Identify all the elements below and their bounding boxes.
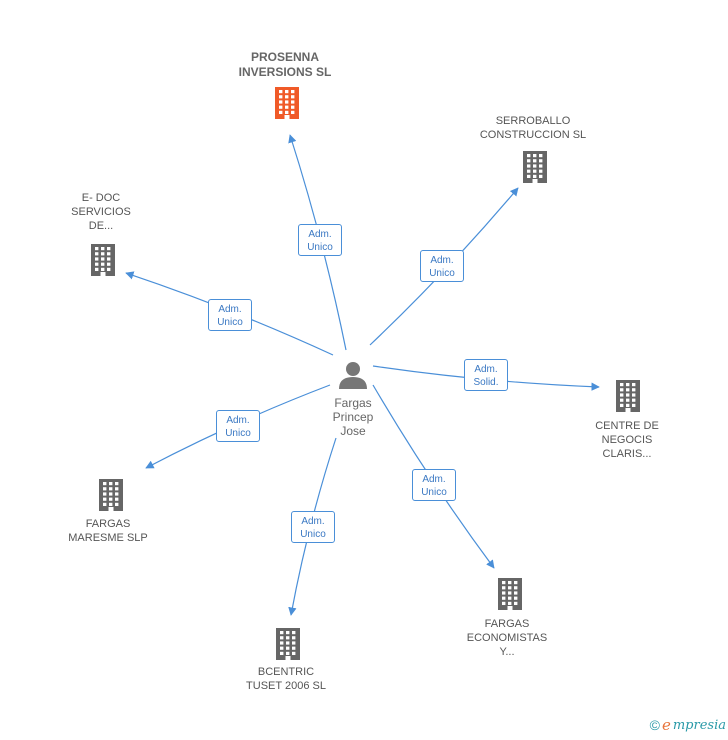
building-icon-maresme: [99, 479, 123, 511]
edge-label-line: Adm.: [430, 255, 454, 266]
copyright-symbol: ©: [649, 717, 660, 733]
person-name-line: Princep: [332, 410, 374, 424]
building-icon-centre: [616, 380, 640, 412]
company-label-serroballo[interactable]: SERROBALLO CONSTRUCCION SL: [480, 114, 586, 142]
company-label-economistas[interactable]: FARGAS ECONOMISTAS Y...: [467, 617, 547, 659]
company-label-maresme[interactable]: FARGAS MARESME SLP: [68, 517, 147, 545]
person-name-line: Fargas: [334, 396, 372, 410]
company-label-line: INVERSIONS SL: [238, 65, 332, 79]
company-label-line: SERROBALLO: [495, 115, 571, 127]
edge-label-line: Adm.: [422, 474, 446, 485]
edge-label-maresme: Adm. Unico: [216, 410, 260, 442]
company-label-line: CLARIS...: [602, 448, 652, 460]
company-label-line: DE...: [88, 220, 114, 232]
company-label-line: FARGAS: [85, 518, 131, 530]
company-label-line: CENTRE DE: [595, 420, 659, 432]
company-label-line: FARGAS: [484, 618, 530, 630]
company-label-line: MARESME SLP: [68, 532, 148, 544]
edge-label-line: Unico: [307, 242, 333, 253]
edge-label-line: Adm.: [218, 304, 242, 315]
company-label-line: PROSENNA: [250, 50, 319, 64]
building-icon-bcentric: [276, 628, 300, 660]
edge-label-line: Unico: [225, 428, 251, 439]
edge-label-line: Unico: [217, 317, 243, 328]
edge-label-line: Adm.: [474, 364, 498, 375]
person-name-line: Jose: [340, 424, 366, 438]
company-label-line: BCENTRIC: [257, 666, 315, 678]
company-label-edoc[interactable]: E- DOC SERVICIOS DE...: [71, 191, 131, 233]
edge-label-line: Adm.: [301, 516, 325, 527]
edge-label-centre: Adm. Solid.: [464, 359, 508, 391]
company-label-line: NEGOCIS: [601, 434, 653, 446]
company-label-line: E- DOC: [81, 192, 121, 204]
edges-layer: [125, 134, 600, 616]
building-icon-edoc: [91, 244, 115, 276]
edge-label-line: Solid.: [473, 377, 499, 388]
company-label-line: Y...: [499, 646, 515, 658]
edge-label-line: Unico: [429, 268, 455, 279]
brand-logo-initial: e: [661, 716, 671, 734]
edge-label-edoc: Adm. Unico: [208, 299, 252, 331]
company-label-line: SERVICIOS: [71, 206, 131, 218]
edge-label-line: Unico: [421, 487, 447, 498]
edge-label-prosenna: Adm. Unico: [298, 224, 342, 256]
company-label-centre[interactable]: CENTRE DE NEGOCIS CLARIS...: [595, 419, 659, 461]
edge-label-serroballo: Adm. Unico: [420, 250, 464, 282]
icons-layer: [91, 87, 640, 660]
person-icon: [339, 362, 367, 389]
brand-logo-text: mpresia: [672, 717, 726, 733]
company-label-bcentric[interactable]: BCENTRIC TUSET 2006 SL: [246, 665, 326, 693]
company-label-line: TUSET 2006 SL: [246, 680, 326, 692]
company-label-line: CONSTRUCCION SL: [479, 129, 587, 141]
edge-label-line: Adm.: [308, 229, 332, 240]
company-label-line: ECONOMISTAS: [466, 632, 548, 644]
building-icon-economistas: [498, 578, 522, 610]
building-icon-prosenna: [275, 87, 299, 119]
edge-label-line: Unico: [300, 529, 326, 540]
building-icon-serroballo: [523, 151, 547, 183]
edge-label-economistas: Adm. Unico: [412, 469, 456, 501]
edge-label-line: Adm.: [226, 415, 250, 426]
edge-label-bcentric: Adm. Unico: [291, 511, 335, 543]
